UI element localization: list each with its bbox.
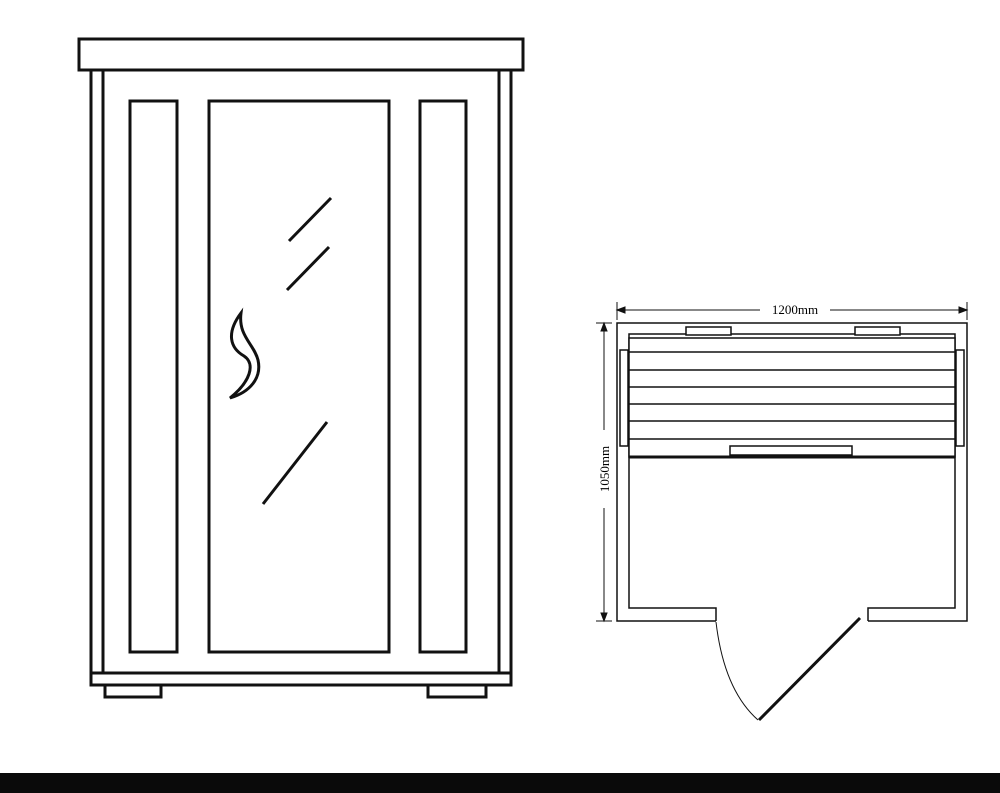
right-side-window xyxy=(418,99,468,654)
right-foot xyxy=(426,683,488,699)
cabin-frame-outer xyxy=(89,68,513,675)
front-elevation xyxy=(77,37,525,699)
outer-wall xyxy=(616,322,968,622)
plan-view xyxy=(596,302,969,722)
left-foot xyxy=(103,683,163,699)
bottom-bar xyxy=(0,773,1000,793)
inner-wall xyxy=(628,333,956,609)
base-plinth xyxy=(89,671,513,687)
depth-dimension xyxy=(596,321,612,623)
left-door-jamb xyxy=(712,607,717,621)
glass-reflection-2 xyxy=(285,245,331,292)
glass-reflection-1 xyxy=(287,196,333,243)
heater-top-left xyxy=(685,326,732,336)
glass-door xyxy=(207,99,391,654)
glass-reflection-3 xyxy=(261,421,329,505)
depth-dimension-label: 1050mm xyxy=(597,446,612,492)
width-dimension xyxy=(615,302,969,320)
right-door-jamb xyxy=(867,607,870,621)
width-dimension-label: 1200mm xyxy=(772,302,818,317)
roof-cap xyxy=(77,37,525,72)
heater-bench xyxy=(729,445,853,456)
heater-left-side xyxy=(619,349,629,447)
door-leaf xyxy=(757,616,862,722)
bench xyxy=(628,337,956,459)
heater-top-right xyxy=(854,326,901,336)
door-swing-arc xyxy=(715,621,759,721)
door-handle xyxy=(229,307,261,400)
left-side-window xyxy=(128,99,179,654)
heater-right-side xyxy=(955,349,965,447)
